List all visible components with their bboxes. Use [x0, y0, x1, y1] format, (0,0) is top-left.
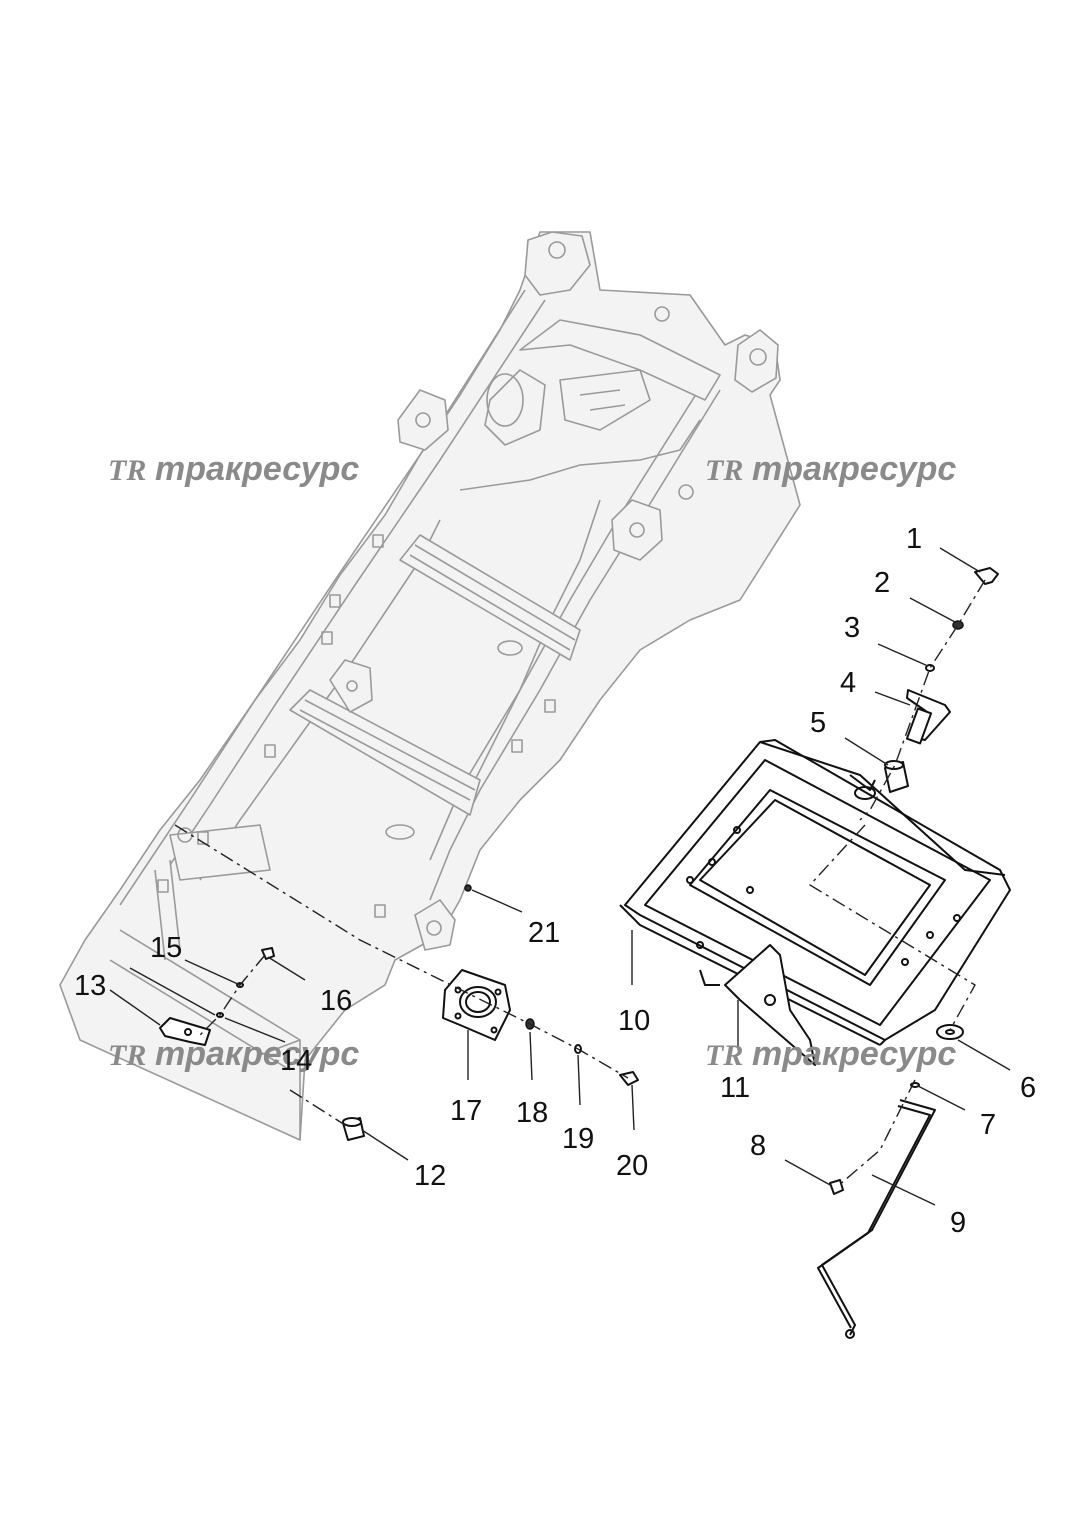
watermark-1: TR тракресурс	[108, 450, 359, 488]
callout-18: 18	[516, 1097, 548, 1129]
callout-numbers: 1 2 3 4 5 6 7 8 9 10 11 12 13 14 15 16 1…	[74, 523, 1036, 1239]
chassis-frame	[59, 231, 801, 1141]
seat-frame-assembly	[619, 739, 1011, 1066]
watermark-text: тракресурс	[752, 1035, 956, 1073]
watermark-text: тракресурс	[752, 450, 956, 488]
leader-lines	[109, 547, 1011, 1206]
watermark-3: TR тракресурс	[108, 1035, 359, 1073]
callout-10: 10	[618, 1005, 650, 1037]
callout-9: 9	[950, 1207, 966, 1239]
watermark-logo: TR	[705, 454, 743, 487]
callout-16: 16	[320, 985, 352, 1017]
callout-12: 12	[414, 1160, 446, 1192]
callout-8: 8	[750, 1130, 766, 1162]
assembly-axes	[174, 579, 986, 1187]
callout-11: 11	[720, 1072, 750, 1104]
callout-3: 3	[844, 612, 860, 644]
watermark-text: тракресурс	[155, 1035, 359, 1073]
callout-13: 13	[74, 970, 106, 1002]
watermark-logo: TR	[108, 1039, 146, 1072]
callout-4: 4	[840, 667, 856, 699]
callout-6: 6	[1020, 1072, 1036, 1104]
watermark-2: TR тракресурс	[705, 450, 956, 488]
callout-17: 17	[450, 1095, 482, 1127]
watermark-text: тракресурс	[155, 450, 359, 488]
callout-20: 20	[616, 1150, 648, 1182]
callout-2: 2	[874, 567, 890, 599]
callout-14: 14	[280, 1045, 312, 1077]
watermark-4: TR тракресурс	[705, 1035, 956, 1073]
watermark-logo: TR	[108, 454, 146, 487]
watermark-logo: TR	[705, 1039, 743, 1072]
callout-21: 21	[528, 917, 560, 949]
callout-1: 1	[906, 523, 922, 555]
callout-5: 5	[810, 707, 826, 739]
callout-19: 19	[562, 1123, 594, 1155]
callout-15: 15	[150, 932, 182, 964]
callout-7: 7	[980, 1109, 996, 1141]
